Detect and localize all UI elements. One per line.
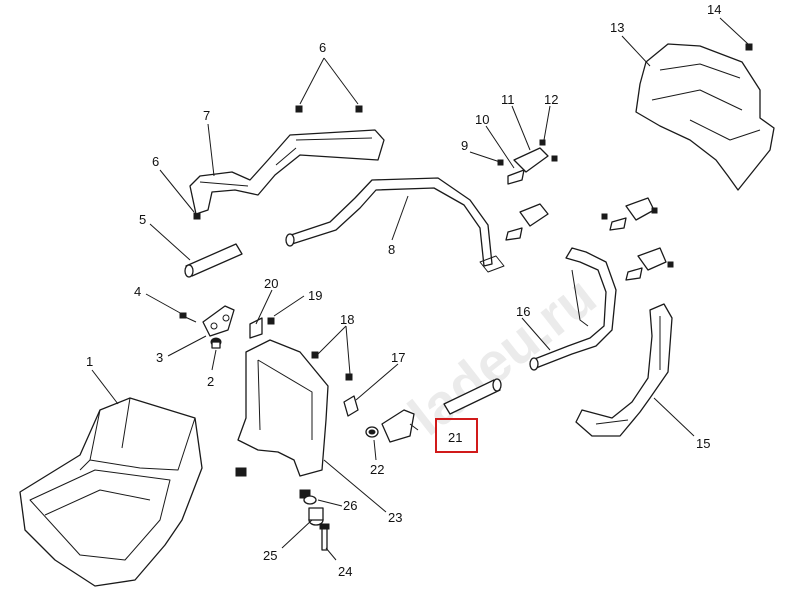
tube-5 (184, 243, 243, 278)
callout-20: 20 (264, 276, 278, 291)
callout-3: 3 (156, 350, 163, 365)
callout-14: 14 (707, 2, 721, 17)
latch-bracket-21 (381, 409, 415, 443)
callout-7: 7 (203, 108, 210, 123)
callout-labels: 1 2 3 4 5 6 6 7 8 9 10 11 12 13 14 15 16… (86, 2, 721, 579)
pin-21 (443, 378, 502, 415)
callout-25: 25 (263, 548, 277, 563)
armrest-bracket-7 (189, 129, 385, 215)
callout-18: 18 (340, 312, 354, 327)
callout-16: 16 (516, 304, 530, 319)
callout-17: 17 (391, 350, 405, 365)
tube-frame-16 (529, 247, 617, 371)
bumper-22 (365, 426, 379, 438)
callout-8: 8 (388, 242, 395, 257)
tube-frame-8 (285, 177, 505, 273)
hinge-bracket-11 (505, 147, 667, 281)
callout-5: 5 (139, 212, 146, 227)
clip-20 (249, 317, 263, 339)
nut-26 (303, 495, 317, 505)
screw-12 (539, 139, 674, 268)
nut-9 (497, 159, 608, 220)
callout-2: 2 (207, 374, 214, 389)
latch-bracket-3 (202, 305, 235, 337)
callout-6-left: 6 (152, 154, 159, 169)
callout-11: 11 (501, 92, 515, 107)
screw-4 (179, 312, 197, 323)
callout-26: 26 (343, 498, 357, 513)
screw-14 (745, 43, 753, 51)
callout-10: 10 (475, 112, 489, 127)
callout-6-top: 6 (319, 40, 326, 55)
seat-plate-23 (235, 339, 329, 499)
callout-1: 1 (86, 354, 93, 369)
highlight-box-21 (435, 418, 478, 453)
callout-23: 23 (388, 510, 402, 525)
clip-17 (343, 395, 359, 417)
callout-22: 22 (370, 462, 384, 477)
callout-19: 19 (308, 288, 322, 303)
callout-9: 9 (461, 138, 468, 153)
callout-12: 12 (544, 92, 558, 107)
callout-4: 4 (134, 284, 141, 299)
leader-lines (91, 17, 749, 561)
callout-21: 21 (448, 430, 462, 445)
nut-18 (311, 351, 353, 381)
callout-15: 15 (696, 436, 710, 451)
screw-19 (267, 317, 275, 325)
seat-cushion (19, 397, 203, 587)
bumper-2 (210, 337, 222, 349)
bumper-25 (308, 507, 324, 526)
armrest-bracket-15 (575, 303, 673, 437)
bolt-24 (319, 523, 330, 551)
callout-13: 13 (610, 20, 624, 35)
cover-13 (635, 43, 775, 191)
callout-24: 24 (338, 564, 352, 579)
